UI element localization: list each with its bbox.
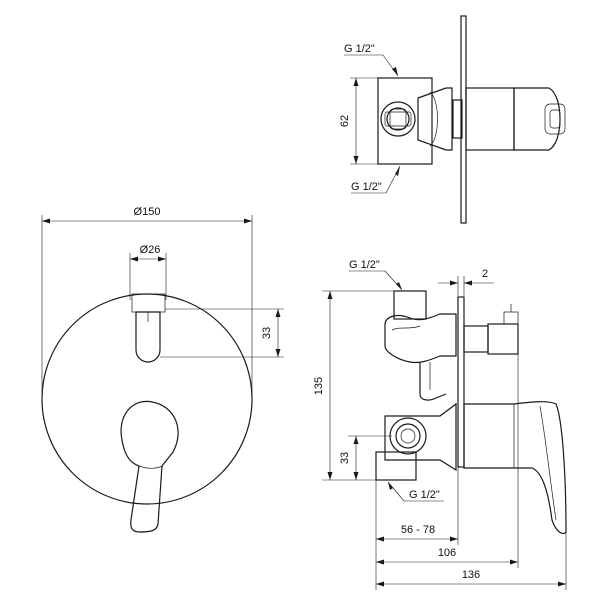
lower-offset-label: 33 bbox=[339, 452, 351, 464]
valve-body bbox=[377, 77, 433, 165]
dim-plate-diameter: Ø150 bbox=[41, 206, 253, 394]
front-view: Ø150 Ø26 33 bbox=[41, 206, 284, 533]
inlet-fitting bbox=[380, 101, 416, 137]
dim-body-height: 62 bbox=[339, 77, 378, 165]
diverter-knob bbox=[131, 293, 166, 363]
overall-depth-label: 136 bbox=[462, 569, 480, 581]
upper-knob bbox=[487, 323, 519, 355]
bottom-inlet-label: G 1/2" bbox=[351, 181, 382, 193]
dim-overall-depth: 136 bbox=[376, 569, 566, 587]
connecting-pipe bbox=[419, 362, 447, 401]
dim-knob-diameter: Ø26 bbox=[129, 244, 167, 300]
side-view: G 1/2" 2 135 bbox=[313, 259, 567, 590]
dim-plate-thickness: 2 bbox=[438, 268, 494, 296]
dim-overall-height: 135 bbox=[313, 290, 394, 481]
upper-body bbox=[384, 313, 457, 364]
side-top-outlet-label: G 1/2" bbox=[349, 259, 380, 271]
cover-plate bbox=[41, 293, 253, 505]
plate-diameter-label: Ø150 bbox=[134, 206, 161, 218]
dim-side-bottom-inlet: G 1/2" bbox=[387, 481, 444, 502]
dim-side-top-outlet: G 1/2" bbox=[349, 259, 403, 291]
side-wall-plate bbox=[457, 296, 465, 468]
top-outlet bbox=[393, 290, 427, 320]
depth-to-handle-label: 106 bbox=[438, 547, 456, 559]
dim-knob-offset: 33 bbox=[160, 308, 284, 358]
plate-thickness-label: 2 bbox=[482, 268, 488, 280]
overall-height-label: 135 bbox=[313, 377, 325, 395]
side-bottom-inlet-label: G 1/2" bbox=[409, 489, 440, 501]
lower-body bbox=[384, 402, 457, 472]
dim-top-inlet: G 1/2" bbox=[344, 43, 399, 77]
bottom-fitting bbox=[389, 417, 427, 455]
body-height-label: 62 bbox=[339, 115, 351, 127]
spindle-sleeve bbox=[452, 99, 463, 139]
knob-body bbox=[465, 87, 515, 151]
bottom-inlet-stub bbox=[375, 451, 417, 481]
dim-bottom-inlet: G 1/2" bbox=[351, 165, 401, 194]
collar bbox=[417, 87, 453, 151]
top-view: G 1/2" G 1/2" 62 bbox=[339, 15, 566, 224]
knob-offset-label: 33 bbox=[261, 327, 273, 339]
upper-spindle bbox=[463, 325, 489, 353]
dim-lower-offset: 33 bbox=[339, 435, 392, 480]
top-inlet-label: G 1/2" bbox=[344, 43, 375, 55]
knob-cap bbox=[513, 87, 561, 151]
lever-profile bbox=[463, 401, 567, 535]
dim-mount-depth: 56 - 78 bbox=[376, 524, 458, 542]
lever-handle bbox=[120, 400, 179, 533]
mount-depth-label: 56 - 78 bbox=[401, 524, 435, 536]
knob-diameter-label: Ø26 bbox=[140, 244, 161, 256]
dim-depth-to-handle: 106 bbox=[376, 547, 518, 565]
knob-pin bbox=[503, 311, 519, 325]
